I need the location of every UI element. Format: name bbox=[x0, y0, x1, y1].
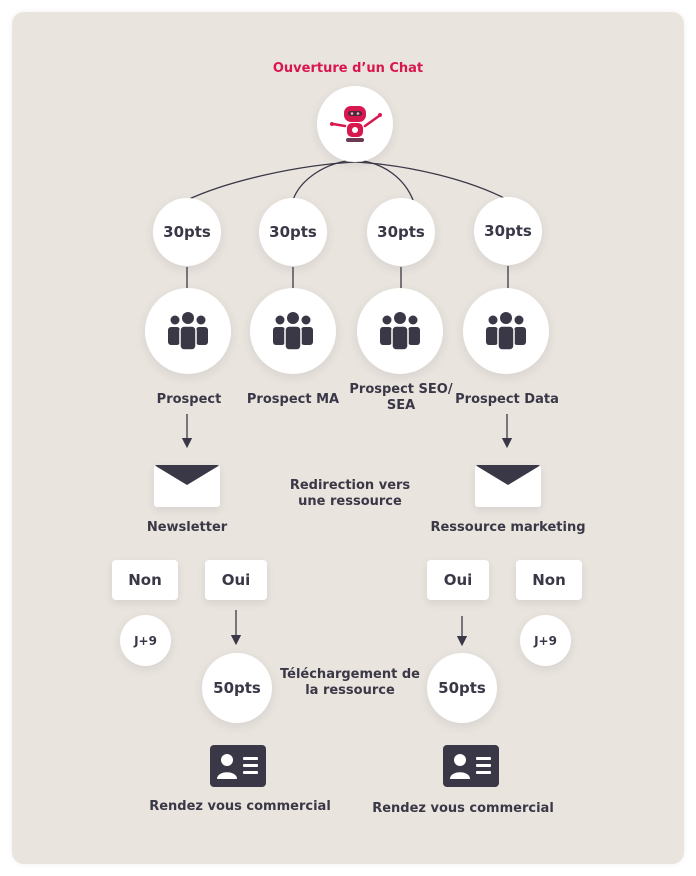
branch-label-1: Prospect bbox=[156, 392, 222, 407]
robot-node bbox=[317, 86, 393, 162]
points-node-4: 30pts bbox=[474, 197, 542, 265]
right-delay-node: J+9 bbox=[520, 615, 571, 666]
right-points-node: 50pts bbox=[427, 653, 497, 723]
right-yes-box: Oui bbox=[427, 560, 489, 600]
points-node-2: 30pts bbox=[259, 198, 327, 266]
prospect-group-node-1 bbox=[145, 288, 231, 374]
people-group-icon bbox=[168, 312, 208, 351]
left-no-box: Non bbox=[112, 560, 178, 600]
download-note: Téléchargement de la ressource bbox=[280, 667, 420, 698]
connector-branch-1 bbox=[186, 161, 356, 201]
left-yes-box: Oui bbox=[205, 560, 267, 600]
prospect-group-node-2 bbox=[250, 288, 336, 374]
marketing-envelope-icon bbox=[475, 465, 541, 507]
right-no-box: Non bbox=[516, 560, 582, 600]
redirect-note: Redirection vers une ressource bbox=[289, 478, 411, 509]
prospect-group-node-4 bbox=[463, 288, 549, 374]
points-node-1: 30pts bbox=[153, 198, 221, 266]
prospect-group-node-3 bbox=[357, 288, 443, 374]
chat-opening-title: Ouverture d’un Chat bbox=[272, 61, 424, 76]
branch-label-2: Prospect MA bbox=[246, 392, 340, 407]
people-group-icon bbox=[486, 312, 526, 351]
left-outcome-label: Rendez vous commercial bbox=[149, 799, 331, 814]
left-resource-label: Newsletter bbox=[146, 520, 228, 535]
contact-card-icon bbox=[210, 745, 266, 787]
connector-branch-2 bbox=[292, 159, 356, 201]
people-group-icon bbox=[273, 312, 313, 351]
right-outcome-label: Rendez vous commercial bbox=[372, 801, 554, 816]
people-group-icon bbox=[380, 312, 420, 351]
contact-card-icon bbox=[443, 745, 499, 787]
branch-label-3: Prospect SEO/ SEA bbox=[349, 382, 453, 413]
points-node-3: 30pts bbox=[367, 198, 435, 266]
connector-branch-3 bbox=[354, 159, 414, 201]
right-resource-label: Ressource marketing bbox=[430, 520, 586, 535]
connector-branch-4 bbox=[354, 161, 509, 201]
robot-icon bbox=[330, 106, 382, 142]
newsletter-envelope-icon bbox=[154, 465, 220, 507]
left-points-node: 50pts bbox=[202, 653, 272, 723]
left-delay-node: J+9 bbox=[120, 615, 171, 666]
branch-label-4: Prospect Data bbox=[455, 392, 559, 407]
